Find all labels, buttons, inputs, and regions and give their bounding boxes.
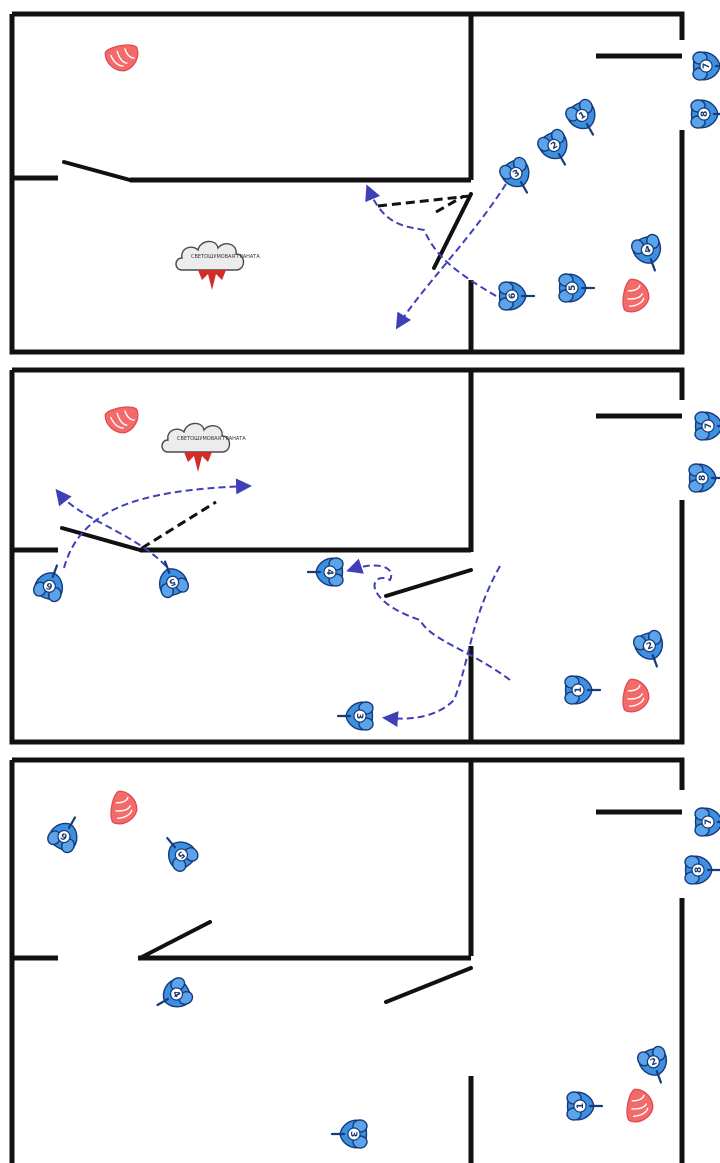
operator-number: 5 — [168, 576, 177, 588]
operator-number: 8 — [698, 475, 708, 481]
panel-3-operators: 7 8 6 5 4 3 2 1 — [44, 806, 720, 1150]
operator-number: 5 — [568, 285, 578, 291]
suspect-icon — [620, 677, 653, 716]
suspect-icon — [620, 277, 653, 316]
operator-icon: 2 — [630, 627, 672, 673]
operator-number: 5 — [175, 848, 186, 860]
door — [138, 920, 212, 960]
operator-number: 7 — [704, 423, 714, 429]
panel-3: 7 8 6 5 4 3 2 1 — [9, 757, 720, 1163]
operator-icon: 8 — [689, 98, 720, 130]
flashbang-label: СВЕТОШУМОВАЯ ГРАНАТА — [177, 436, 246, 442]
operator-number: 8 — [700, 111, 710, 117]
door — [60, 526, 142, 552]
operator-icon: 5 — [557, 272, 596, 304]
operator-icon: 1 — [563, 674, 602, 706]
operator-icon: 3 — [336, 700, 375, 732]
flashbang-icon: СВЕТОШУМОВАЯ ГРАНАТА — [161, 422, 246, 473]
operator-icon: 8 — [683, 854, 720, 886]
panel-1: СВЕТОШУМОВАЯ ГРАНАТА 7 8 1 2 3 4 5 6 — [9, 11, 720, 355]
operator-icon: 8 — [687, 462, 720, 494]
operator-number: 4 — [324, 569, 334, 575]
door — [62, 160, 132, 182]
operator-number: 1 — [576, 1103, 586, 1109]
suspect-icon — [103, 42, 142, 75]
operator-icon: 7 — [693, 806, 720, 838]
operator-icon: 3 — [330, 1118, 369, 1150]
operator-icon: 6 — [30, 559, 72, 605]
door-swing — [141, 500, 217, 550]
operator-icon: 4 — [306, 556, 345, 588]
operator-number: 3 — [354, 713, 364, 719]
operator-number: 6 — [508, 293, 518, 299]
panel-2-walls — [9, 367, 685, 745]
operator-icon: 1 — [562, 96, 607, 143]
operator-number: 6 — [45, 579, 54, 591]
operator-icon: 7 — [691, 50, 720, 82]
door — [384, 966, 473, 1004]
panel-2: СВЕТОШУМОВАЯ ГРАНАТА 7 8 6 5 4 3 2 1 — [9, 367, 720, 745]
operator-number: 2 — [649, 1057, 658, 1069]
operator-number: 7 — [702, 63, 712, 69]
operator-icon: 4 — [149, 974, 196, 1019]
operator-number: 2 — [645, 641, 654, 653]
operator-icon: 6 — [44, 809, 89, 856]
panel-2-operators: 7 8 6 5 4 3 2 1 — [30, 410, 720, 732]
flashbang-icon: СВЕТОШУМОВАЯ ГРАНАТА — [175, 240, 260, 291]
door-swing — [377, 194, 471, 208]
flashbang-label: СВЕТОШУМОВАЯ ГРАНАТА — [191, 254, 260, 260]
operator-icon: 7 — [693, 410, 720, 442]
panel-1-walls — [9, 11, 685, 355]
suspect-icon — [108, 789, 141, 828]
operator-number: 8 — [694, 867, 704, 873]
panel-1-operators: 7 8 1 2 3 4 5 6 — [496, 50, 720, 312]
operator-icon: 5 — [155, 827, 202, 875]
operator-number: 4 — [170, 989, 182, 999]
panel-3-walls — [9, 757, 685, 1163]
operator-icon: 2 — [634, 1043, 676, 1089]
operator-number: 1 — [574, 687, 584, 693]
operator-number: 3 — [348, 1131, 358, 1137]
operator-icon: 5 — [150, 555, 192, 601]
operator-number: 7 — [704, 819, 714, 825]
suspect-icon — [103, 404, 142, 437]
operator-number: 4 — [643, 245, 652, 257]
door-swing — [435, 194, 465, 214]
panel-1-movement-paths — [365, 183, 507, 330]
operator-number: 1 — [577, 110, 587, 122]
operator-icon: 4 — [628, 231, 670, 277]
operator-number: 6 — [59, 830, 69, 842]
operator-icon: 6 — [497, 280, 536, 312]
panel-2-movement-paths — [55, 478, 511, 727]
operator-number: 2 — [549, 140, 559, 152]
operator-number: 3 — [511, 168, 521, 180]
door — [384, 568, 473, 598]
operator-icon: 1 — [565, 1090, 604, 1122]
suspect-icon — [624, 1087, 657, 1126]
operator-icon: 2 — [534, 126, 579, 173]
operator-icon: 3 — [496, 154, 541, 201]
